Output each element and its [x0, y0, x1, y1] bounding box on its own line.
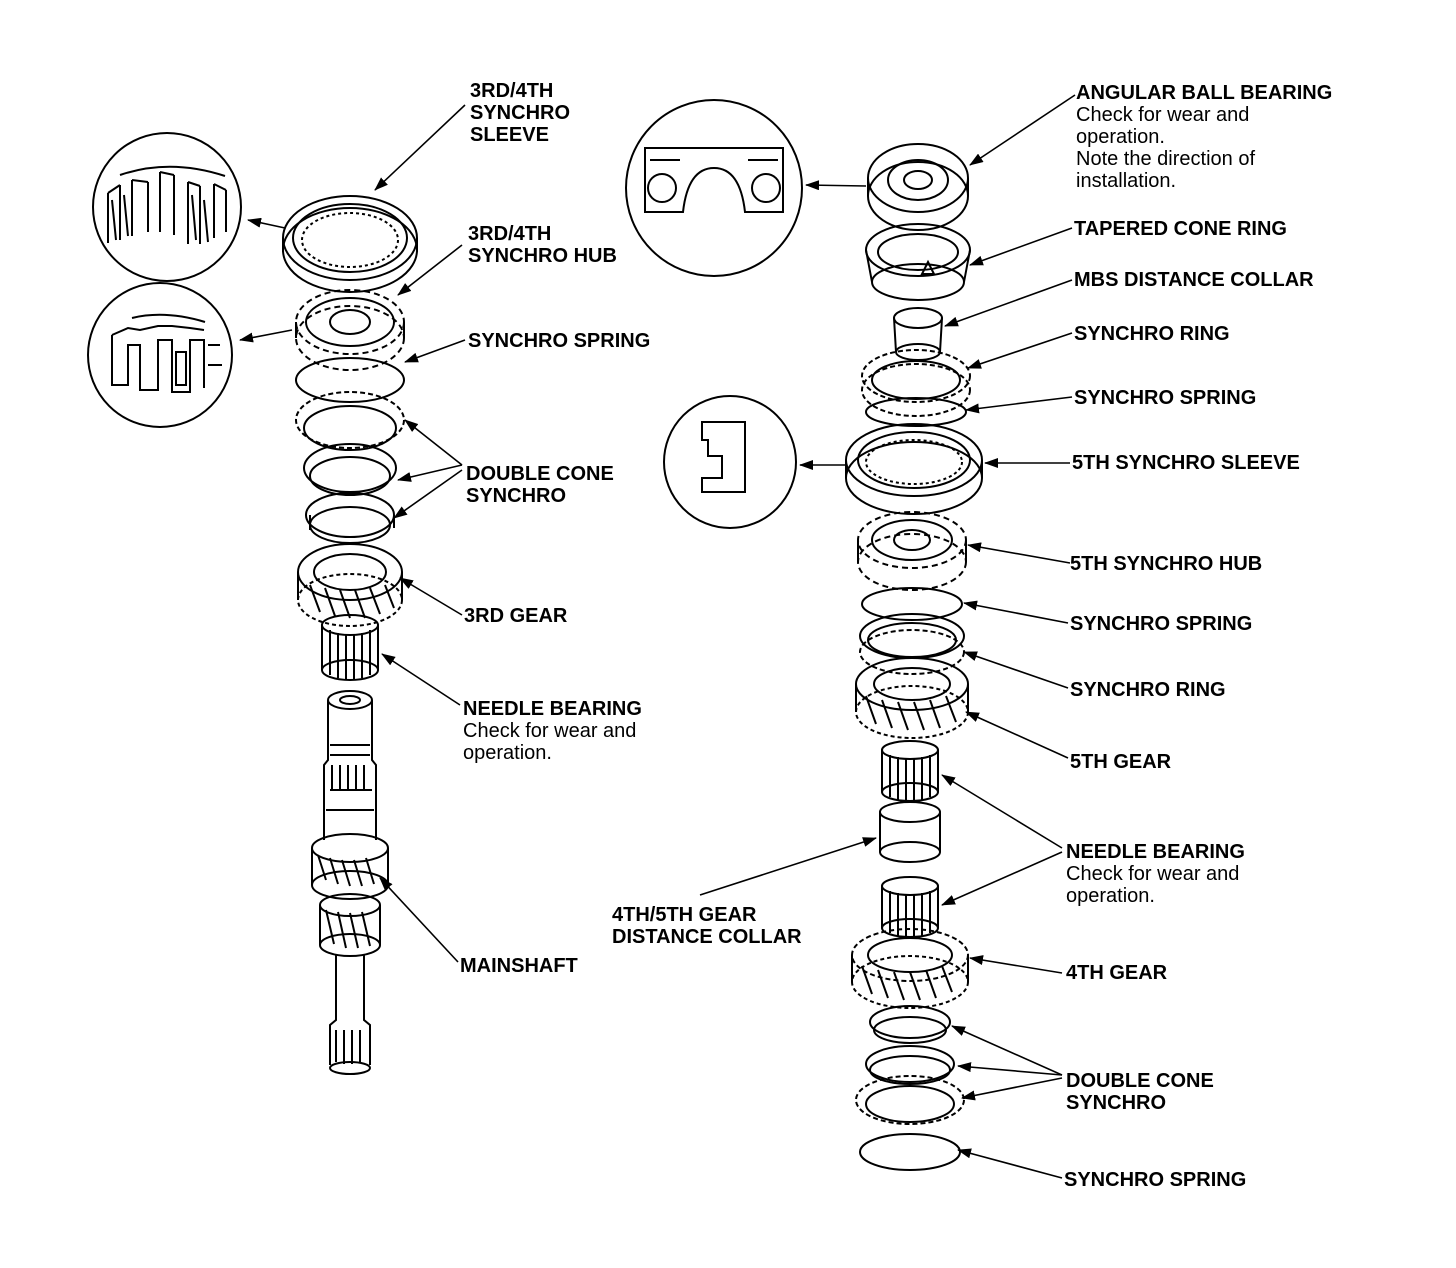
label-synchro-sleeve: 3RD/4TH SYNCHRO SLEEVE	[470, 80, 570, 146]
label-line: 3RD GEAR	[464, 605, 568, 627]
label-line: NEEDLE BEARING	[1066, 841, 1245, 863]
label-line: SYNCHRO	[1066, 1092, 1167, 1114]
label-line: 4TH/5TH GEAR	[612, 904, 757, 926]
label-fifth-synchro-sleeve: 5TH SYNCHRO SLEEVE	[1072, 452, 1300, 474]
fifth-synchro-hub-part	[858, 512, 966, 590]
label-line: NEEDLE BEARING	[463, 698, 642, 720]
label-note: Check for wear and	[463, 720, 637, 742]
fourth-gear-part	[852, 929, 968, 1008]
label-third-gear: 3RD GEAR	[464, 605, 567, 627]
label-line: SLEEVE	[470, 124, 549, 146]
label-double-cone-synchro: DOUBLE CONE SYNCHRO	[466, 463, 614, 507]
label-needle-bearing-right: NEEDLE BEARING Check for wear and operat…	[1066, 841, 1245, 907]
label-fifth-synchro-hub: 5TH SYNCHRO HUB	[1070, 553, 1262, 575]
label-synchro-ring-upper: SYNCHRO RING	[1074, 323, 1230, 345]
label-note: Check for wear and	[1076, 104, 1250, 126]
label-line: 3RD/4TH	[468, 223, 552, 245]
needle-bearing-part	[322, 615, 378, 680]
label-fourth-gear: 4TH GEAR	[1066, 962, 1167, 984]
sleeve-detail-circle	[93, 133, 241, 281]
label-needle-bearing: NEEDLE BEARING Check for wear and operat…	[463, 698, 642, 764]
label-line: 5TH SYNCHRO HUB	[1070, 553, 1263, 575]
mbs-distance-collar-part	[894, 308, 942, 360]
label-synchro-spring-middle: SYNCHRO SPRING	[1070, 613, 1252, 635]
fifth-gear-part	[856, 658, 968, 738]
label-note: operation.	[1076, 126, 1165, 148]
label-note: Check for wear and	[1066, 863, 1240, 885]
label-synchro-ring-lower: SYNCHRO RING	[1070, 679, 1226, 701]
label-fifth-gear: 5TH GEAR	[1070, 751, 1171, 773]
gear-distance-collar-part	[880, 802, 940, 862]
label-gear-distance-collar: 4TH/5TH GEAR DISTANCE COLLAR	[612, 904, 802, 948]
hub-detail-circle	[88, 283, 232, 427]
label-double-cone-synchro-right: DOUBLE CONE SYNCHRO	[1066, 1070, 1214, 1114]
fifth-synchro-sleeve-part	[846, 424, 982, 514]
label-line: SYNCHRO	[470, 102, 571, 124]
label-note: operation.	[1066, 885, 1155, 907]
label-line: SYNCHRO	[466, 485, 567, 507]
synchro-spring-part	[296, 358, 404, 402]
angular-ball-bearing-part	[868, 144, 968, 230]
label-note: Note the direction of	[1076, 148, 1255, 170]
label-line: 3RD/4TH	[470, 80, 554, 102]
label-line: ANGULAR BALL BEARING	[1076, 82, 1333, 104]
label-synchro-spring-upper: SYNCHRO SPRING	[1074, 387, 1256, 409]
label-line: SYNCHRO SPRING	[1064, 1169, 1247, 1191]
label-line: DOUBLE CONE	[1066, 1070, 1214, 1092]
label-line: SYNCHRO RING	[1074, 323, 1230, 345]
tapered-cone-ring-part	[866, 224, 970, 300]
label-synchro-spring: SYNCHRO SPRING	[468, 330, 650, 352]
label-line: SYNCHRO SPRING	[1070, 613, 1253, 635]
synchro-hub-part	[296, 290, 404, 370]
label-line: 5TH SYNCHRO SLEEVE	[1072, 452, 1300, 474]
double-cone-synchro-bottom-part	[856, 1006, 964, 1124]
synchro-spring-bottom-part	[860, 1134, 960, 1170]
label-line: 4TH GEAR	[1066, 962, 1168, 984]
label-line: MAINSHAFT	[460, 955, 578, 977]
label-line: TAPERED CONE RING	[1074, 218, 1287, 240]
sleeve-profile-detail-circle	[664, 396, 796, 528]
label-mbs-distance-collar: MBS DISTANCE COLLAR	[1074, 269, 1314, 291]
label-line: SYNCHRO SPRING	[468, 330, 651, 352]
label-mainshaft: MAINSHAFT	[460, 955, 578, 977]
label-line: SYNCHRO RING	[1070, 679, 1226, 701]
synchro-sleeve-part	[283, 196, 417, 292]
label-synchro-hub: 3RD/4TH SYNCHRO HUB	[468, 223, 617, 267]
label-line: SYNCHRO SPRING	[1074, 387, 1257, 409]
third-gear-part	[298, 544, 402, 626]
synchro-spring-middle-part	[862, 588, 962, 620]
needle-bearing-upper-part	[882, 741, 938, 801]
label-line: SYNCHRO HUB	[468, 245, 617, 267]
label-synchro-spring-bottom: SYNCHRO SPRING	[1064, 1169, 1246, 1191]
label-angular-ball-bearing: ANGULAR BALL BEARING Check for wear and …	[1076, 82, 1332, 192]
label-tapered-cone-ring: TAPERED CONE RING	[1074, 218, 1287, 240]
label-note: installation.	[1076, 170, 1177, 192]
label-note: operation.	[463, 742, 552, 764]
bearing-detail-circle	[626, 100, 802, 276]
label-line: DISTANCE COLLAR	[612, 926, 802, 948]
label-line: DOUBLE CONE	[466, 463, 614, 485]
label-line: 5TH GEAR	[1070, 751, 1172, 773]
leader-lines	[239, 95, 1075, 1178]
label-line: MBS DISTANCE COLLAR	[1074, 269, 1314, 291]
mainshaft-part	[312, 691, 388, 1074]
double-cone-synchro-part	[296, 392, 404, 543]
